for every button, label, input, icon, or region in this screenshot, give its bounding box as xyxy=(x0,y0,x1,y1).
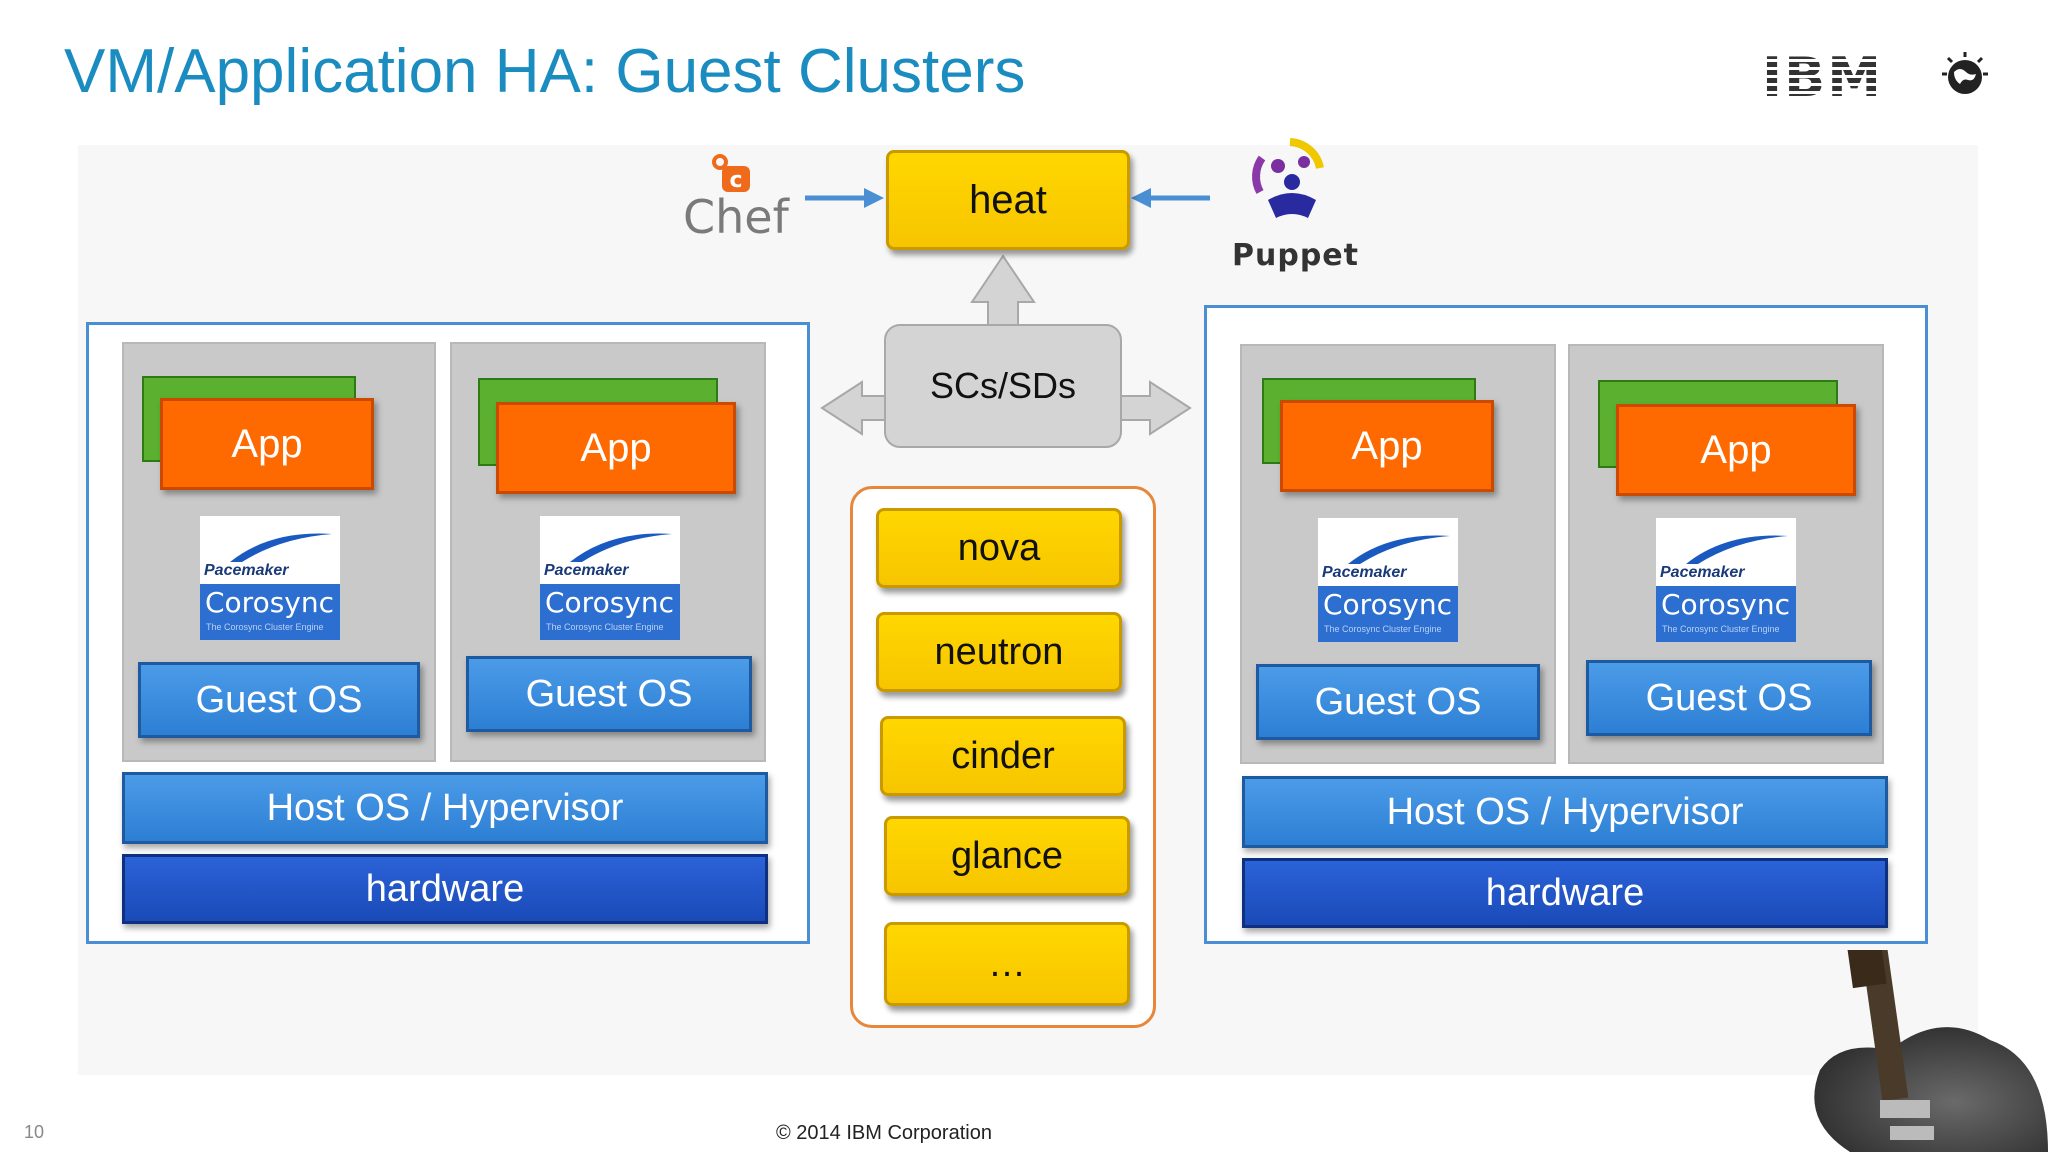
guitar-image xyxy=(1814,950,2048,1152)
hardware-box: hardware xyxy=(1242,858,1888,928)
service-cinder: cinder xyxy=(880,716,1126,796)
guest-os-box: Guest OS xyxy=(138,662,420,738)
slide-title: VM/Application HA: Guest Clusters xyxy=(64,37,1026,106)
guest-os-box: Guest OS xyxy=(466,656,752,732)
chef-icon: c xyxy=(712,154,750,193)
page-number: 10 xyxy=(24,1122,45,1142)
copyright: © 2014 IBM Corporation xyxy=(776,1122,992,1144)
service-more: … xyxy=(884,922,1130,1006)
pacemaker-swoosh-icon xyxy=(570,533,672,562)
service-neutron: neutron xyxy=(876,612,1122,692)
globe-icon xyxy=(1942,52,1988,94)
guest-os-box: Guest OS xyxy=(1586,660,1872,736)
heat-box: heat xyxy=(886,150,1130,250)
hardware-box: hardware xyxy=(122,854,768,924)
app-box: App xyxy=(160,398,374,490)
pacemaker-swoosh-icon xyxy=(230,533,332,562)
guest-os-box: Guest OS xyxy=(1256,664,1540,740)
app-box: App xyxy=(1616,404,1856,496)
host-os-hypervisor-box: Host OS / Hypervisor xyxy=(122,772,768,844)
puppet-icon xyxy=(1252,138,1324,218)
pacemaker-swoosh-icon xyxy=(1686,535,1788,564)
puppet-label: Puppet xyxy=(1232,238,1359,273)
chef-label: Chef xyxy=(683,190,789,244)
service-nova: nova xyxy=(876,508,1122,588)
pacemaker-swoosh-icon xyxy=(1348,535,1450,564)
app-box: App xyxy=(496,402,736,494)
service-glance: glance xyxy=(884,816,1130,896)
ibm-logo: IBM xyxy=(1762,46,1883,109)
svg-text:c: c xyxy=(729,168,742,193)
host-os-hypervisor-box: Host OS / Hypervisor xyxy=(1242,776,1888,848)
scs-sds-box: SCs/SDs xyxy=(884,324,1122,448)
app-box: App xyxy=(1280,400,1494,492)
